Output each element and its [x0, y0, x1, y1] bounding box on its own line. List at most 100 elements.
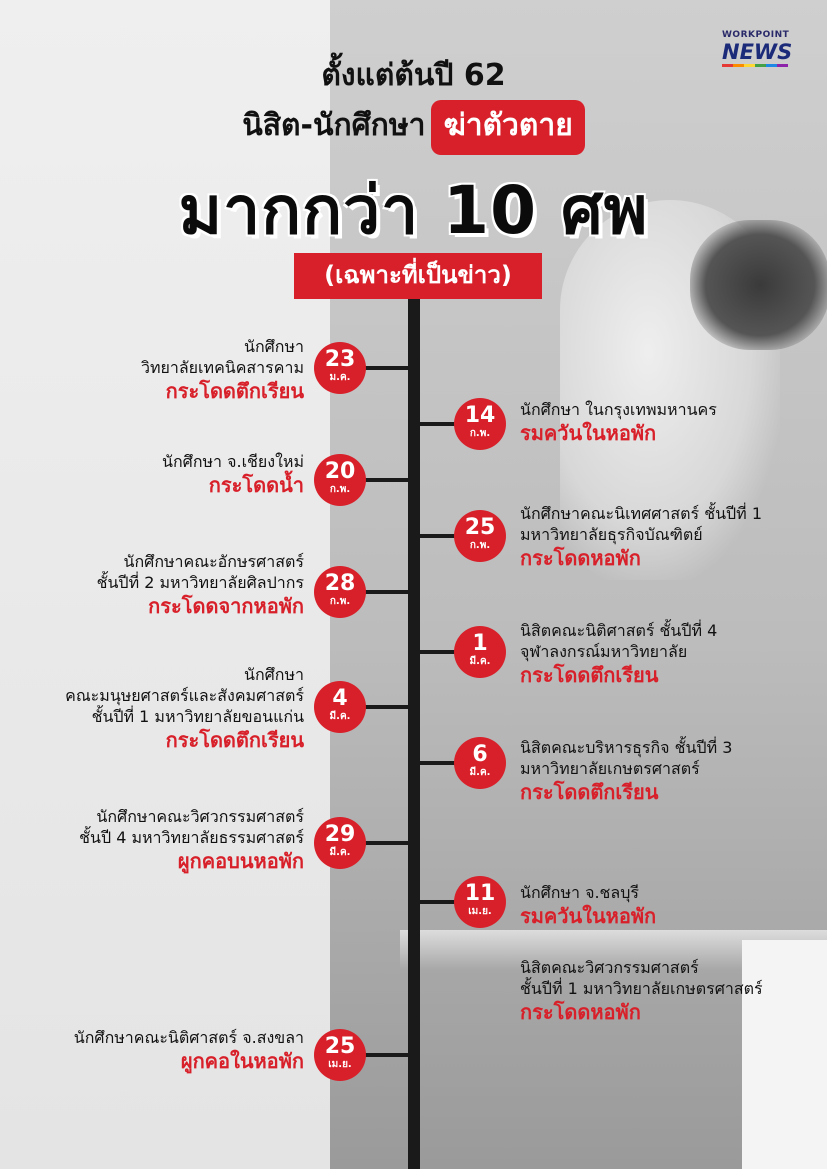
timeline-entry: นักศึกษา จ.เชียงใหม่กระโดดน้ำ — [0, 451, 304, 498]
timeline-connector — [360, 841, 410, 845]
date-month: มี.ค. — [329, 847, 351, 858]
timeline-entry: นักศึกษา ในกรุงเทพมหานครรมควันในหอพัก — [520, 399, 820, 446]
entry-description: นักศึกษาคณะอักษรศาสตร์ ชั้นปีที่ 2 มหาวิ… — [96, 552, 304, 592]
timeline-connector — [418, 534, 468, 538]
timeline-entry: นิสิตคณะนิติศาสตร์ ชั้นปีที่ 4 จุฬาลงกรณ… — [520, 620, 820, 688]
entry-description: นักศึกษา คณะมนุษยศาสตร์และสังคมศาสตร์ ชั… — [65, 665, 304, 726]
logo-main-text: NEWS — [722, 40, 793, 64]
entry-action: กระโดดหอพัก — [520, 1000, 641, 1024]
date-month: เม.ย. — [468, 906, 492, 917]
date-day: 14 — [464, 403, 496, 428]
timeline-connector — [418, 422, 468, 426]
logo-color-segment — [744, 64, 755, 67]
background-pillar — [742, 940, 827, 1169]
entry-action: กระโดดจากหอพัก — [148, 594, 304, 618]
date-month: ก.พ. — [329, 596, 351, 607]
date-day: 4 — [332, 686, 348, 711]
entry-description: นิสิตคณะวิศวกรรมศาสตร์ ชั้นปีที่ 1 มหาวิ… — [520, 958, 763, 998]
date-day: 25 — [324, 1034, 356, 1059]
entry-description: นักศึกษา วิทยาลัยเทคนิคสารคาม — [140, 337, 304, 377]
timeline-connector — [360, 590, 410, 594]
date-month: ม.ค. — [329, 372, 351, 383]
logo-color-segment — [766, 64, 777, 67]
headline-highlight: ฆ่าตัวตาย — [431, 100, 585, 155]
workpoint-news-logo: WORKPOINT NEWS — [722, 30, 802, 67]
background-light-area — [0, 0, 330, 1169]
logo-color-bar — [722, 64, 788, 67]
entry-action: กระโดดหอพัก — [520, 546, 641, 570]
timeline-entry: นักศึกษา วิทยาลัยเทคนิคสารคามกระโดดตึกเร… — [0, 336, 304, 404]
entry-action: ผูกคอบนหอพัก — [177, 849, 304, 873]
date-month: มี.ค. — [469, 767, 491, 778]
date-day: 11 — [464, 881, 496, 906]
date-day: 25 — [464, 515, 496, 540]
entry-action: รมควันในหอพัก — [520, 904, 657, 928]
logo-top-text: WORKPOINT — [722, 30, 790, 40]
logo-color-segment — [733, 64, 744, 67]
timeline-entry: นักศึกษาคณะนิเทศศาสตร์ ชั้นปีที่ 1 มหาวิ… — [520, 503, 820, 571]
timeline-entry: นักศึกษาคณะนิติศาสตร์ จ.สงขลาผูกคอในหอพั… — [0, 1027, 304, 1074]
timeline-connector — [360, 478, 410, 482]
timeline-entry: นิสิตคณะวิศวกรรมศาสตร์ ชั้นปีที่ 1 มหาวิ… — [520, 957, 820, 1025]
timeline-connector — [360, 705, 410, 709]
timeline-entry: นักศึกษา คณะมนุษยศาสตร์และสังคมศาสตร์ ชั… — [0, 664, 304, 753]
date-month: ก.พ. — [329, 484, 351, 495]
entry-description: นักศึกษา จ.ชลบุรี — [520, 883, 639, 902]
entry-description: นิสิตคณะนิติศาสตร์ ชั้นปีที่ 4 จุฬาลงกรณ… — [520, 621, 718, 661]
timeline-entry: นักศึกษาคณะวิศวกรรมศาสตร์ ชั้นปี 4 มหาวิ… — [0, 806, 304, 874]
timeline-connector — [360, 366, 410, 370]
headline-main: มากกว่า 10 ศพ — [178, 172, 649, 249]
entry-action: กระโดดตึกเรียน — [165, 379, 304, 403]
entry-action: รมควันในหอพัก — [520, 421, 657, 445]
date-month: ก.พ. — [469, 428, 491, 439]
timeline-entry: นิสิตคณะบริหารธุรกิจ ชั้นปีที่ 3 มหาวิทย… — [520, 737, 820, 805]
entry-action: กระโดดตึกเรียน — [520, 663, 659, 687]
timeline-connector — [418, 900, 468, 904]
entry-action: กระโดดตึกเรียน — [165, 728, 304, 752]
headline-line-2-prefix: นิสิต-นักศึกษา — [242, 108, 426, 143]
entry-action: กระโดดตึกเรียน — [520, 780, 659, 804]
entry-action: ผูกคอในหอพัก — [180, 1049, 304, 1073]
entry-description: นักศึกษาคณะนิติศาสตร์ จ.สงขลา — [73, 1028, 304, 1047]
logo-color-segment — [755, 64, 766, 67]
logo-color-segment — [722, 64, 733, 67]
entry-description: นิสิตคณะบริหารธุรกิจ ชั้นปีที่ 3 มหาวิทย… — [520, 738, 733, 778]
timeline-line — [408, 299, 420, 1169]
timeline-entry: นักศึกษา จ.ชลบุรีรมควันในหอพัก — [520, 882, 820, 929]
date-month: มี.ค. — [469, 656, 491, 667]
date-month: มี.ค. — [329, 711, 351, 722]
date-day: 20 — [324, 459, 356, 484]
entry-description: นักศึกษาคณะวิศวกรรมศาสตร์ ชั้นปี 4 มหาวิ… — [79, 807, 304, 847]
date-day: 29 — [324, 822, 356, 847]
date-month: ก.พ. — [469, 540, 491, 551]
subtitle-badge: (เฉพาะที่เป็นข่าว) — [294, 253, 542, 299]
timeline-entry: นักศึกษาคณะอักษรศาสตร์ ชั้นปีที่ 2 มหาวิ… — [0, 551, 304, 619]
entry-description: นักศึกษา ในกรุงเทพมหานคร — [520, 400, 717, 419]
date-month: เม.ย. — [328, 1059, 352, 1070]
date-day: 28 — [324, 571, 356, 596]
entry-description: นักศึกษาคณะนิเทศศาสตร์ ชั้นปีที่ 1 มหาวิ… — [520, 504, 762, 544]
logo-color-segment — [777, 64, 788, 67]
background-figure-hair — [690, 220, 827, 350]
date-day: 1 — [472, 631, 488, 656]
timeline-connector — [418, 761, 468, 765]
entry-description: นักศึกษา จ.เชียงใหม่ — [162, 452, 304, 471]
entry-action: กระโดดน้ำ — [208, 473, 304, 497]
timeline-connector — [360, 1053, 410, 1057]
headline-line-1: ตั้งแต่ต้นปี 62 — [321, 58, 506, 93]
headline-line-2: นิสิต-นักศึกษาฆ่าตัวตาย — [0, 100, 827, 155]
date-day: 6 — [472, 742, 488, 767]
date-day: 23 — [324, 347, 356, 372]
